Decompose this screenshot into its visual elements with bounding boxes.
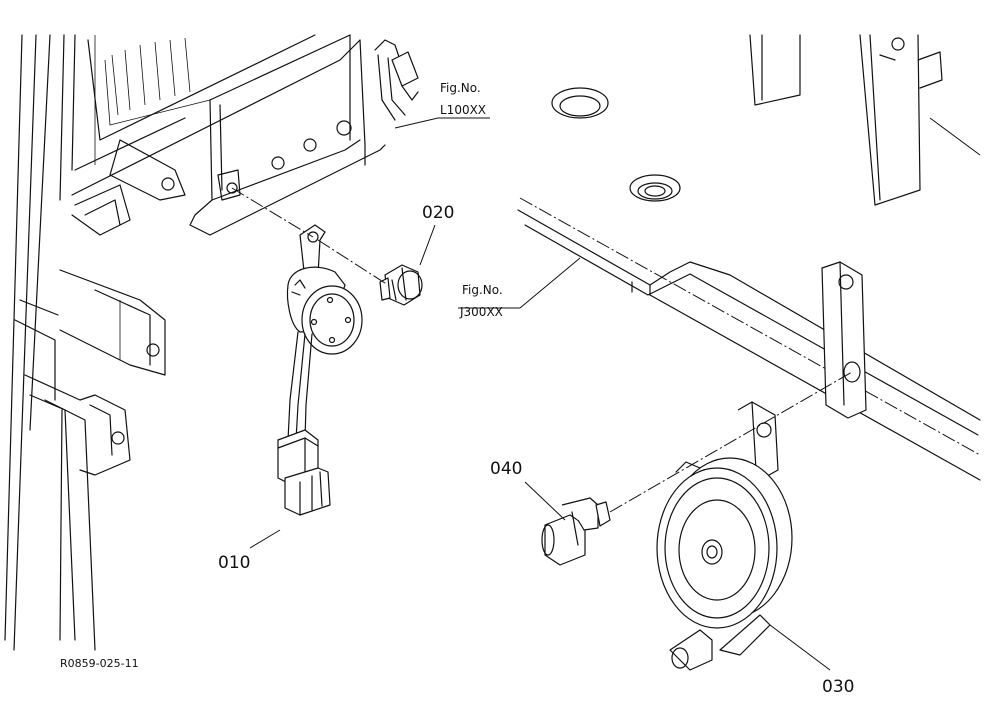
leader-lines [249, 117, 981, 671]
assembly-centerlines [231, 187, 853, 513]
part-010-sensor [277, 224, 363, 516]
fig-ref-l100xx-number: L100XX [440, 103, 486, 117]
part-label-010: 010 [218, 553, 250, 573]
cab-frame-structure [4, 34, 366, 651]
part-040-bolt [541, 497, 611, 566]
drawing-code: R0859-025-11 [60, 657, 139, 670]
fig-ref-l100xx-title: Fig.No. [440, 81, 481, 95]
fig-ref-j300xx-title: Fig.No. [462, 283, 503, 297]
part-label-040: 040 [490, 459, 522, 479]
mounting-bracket-plate [189, 34, 419, 236]
part-030-horn [656, 401, 793, 671]
right-frame-structure [517, 34, 981, 481]
fig-ref-j300xx-number: J300XX [459, 305, 503, 319]
part-label-020: 020 [422, 203, 454, 223]
part-label-030: 030 [822, 677, 854, 697]
part-020-bolt [379, 264, 423, 306]
